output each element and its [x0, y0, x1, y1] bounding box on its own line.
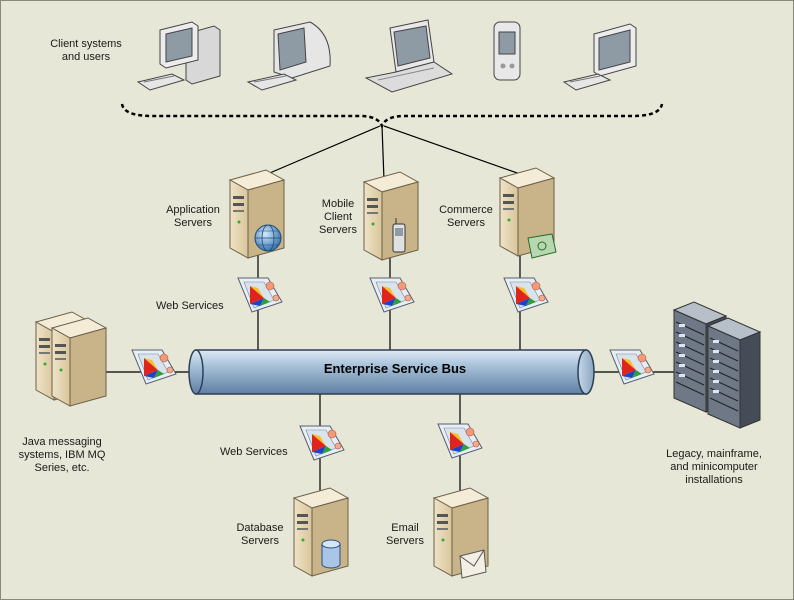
envelope-icon — [459, 549, 487, 579]
pda-icon — [493, 21, 521, 81]
database-servers-line-2: Servers — [241, 535, 279, 547]
globe-icon — [254, 224, 282, 252]
currency-icon — [527, 233, 557, 259]
desktop-tower-icon — [136, 21, 221, 91]
application-servers-line-2: Servers — [174, 217, 212, 229]
legacy-rack-icons — [673, 301, 761, 429]
commerce-servers-line-1: Commerce — [439, 204, 493, 216]
cell-phone-icon — [392, 218, 406, 253]
java-messaging-line-2: systems, IBM MQ — [18, 449, 106, 461]
web-service-icon-database — [299, 425, 345, 461]
application-servers-line-1: Application — [166, 204, 220, 216]
web-service-icon-app — [237, 277, 283, 313]
java-messaging-server-stack — [35, 311, 107, 407]
database-servers-line-1: Database — [236, 522, 284, 534]
database-cylinder-icon — [321, 539, 341, 569]
commerce-servers-label: Commerce Servers — [432, 204, 500, 230]
web-service-icon-mobile — [369, 277, 415, 313]
java-messaging-line-3: Series, etc. — [34, 462, 90, 474]
mobile-client-server-icon — [363, 171, 419, 261]
java-messaging-label: Java messaging systems, IBM MQ Series, e… — [14, 436, 110, 475]
email-servers-line-2: Servers — [386, 535, 424, 547]
web-services-top-label: Web Services — [156, 300, 224, 312]
java-messaging-line-1: Java messaging — [22, 436, 102, 448]
email-servers-line-1: Email — [391, 522, 419, 534]
mobile-client-servers-label: Mobile Client Servers — [310, 198, 366, 237]
commerce-servers-line-2: Servers — [447, 217, 485, 229]
legacy-line-3: installations — [685, 474, 743, 486]
legacy-line-1: Legacy, mainframe, — [666, 448, 762, 460]
client-systems-line-2: and users — [61, 51, 111, 63]
client-group-brace — [120, 103, 664, 130]
web-service-icon-email — [437, 423, 483, 459]
email-servers-label: Email Servers — [378, 522, 432, 548]
web-service-icon-commerce — [503, 277, 549, 313]
mobile-client-line-1: Mobile — [321, 198, 355, 210]
mobile-client-line-3: Servers — [319, 224, 357, 236]
web-service-icon-java — [131, 349, 177, 385]
laptop-icon — [364, 19, 454, 93]
legacy-line-2: and minicomputer — [670, 461, 758, 473]
web-service-icon-legacy — [609, 349, 655, 385]
database-servers-label: Database Servers — [228, 522, 292, 548]
legacy-label: Legacy, mainframe, and minicomputer inst… — [654, 448, 774, 487]
client-systems-label: Client systems and users — [42, 38, 130, 64]
client-systems-line-1: Client systems — [50, 38, 122, 50]
esb-label: Enterprise Service Bus — [323, 361, 467, 376]
mobile-client-line-2: Client — [323, 211, 353, 223]
application-servers-label: Application Servers — [158, 204, 228, 230]
web-services-bottom-label: Web Services — [220, 446, 288, 458]
lcd-monitor-icon — [562, 23, 637, 91]
enterprise-service-bus — [188, 349, 595, 395]
crt-monitor-icon — [246, 21, 331, 91]
